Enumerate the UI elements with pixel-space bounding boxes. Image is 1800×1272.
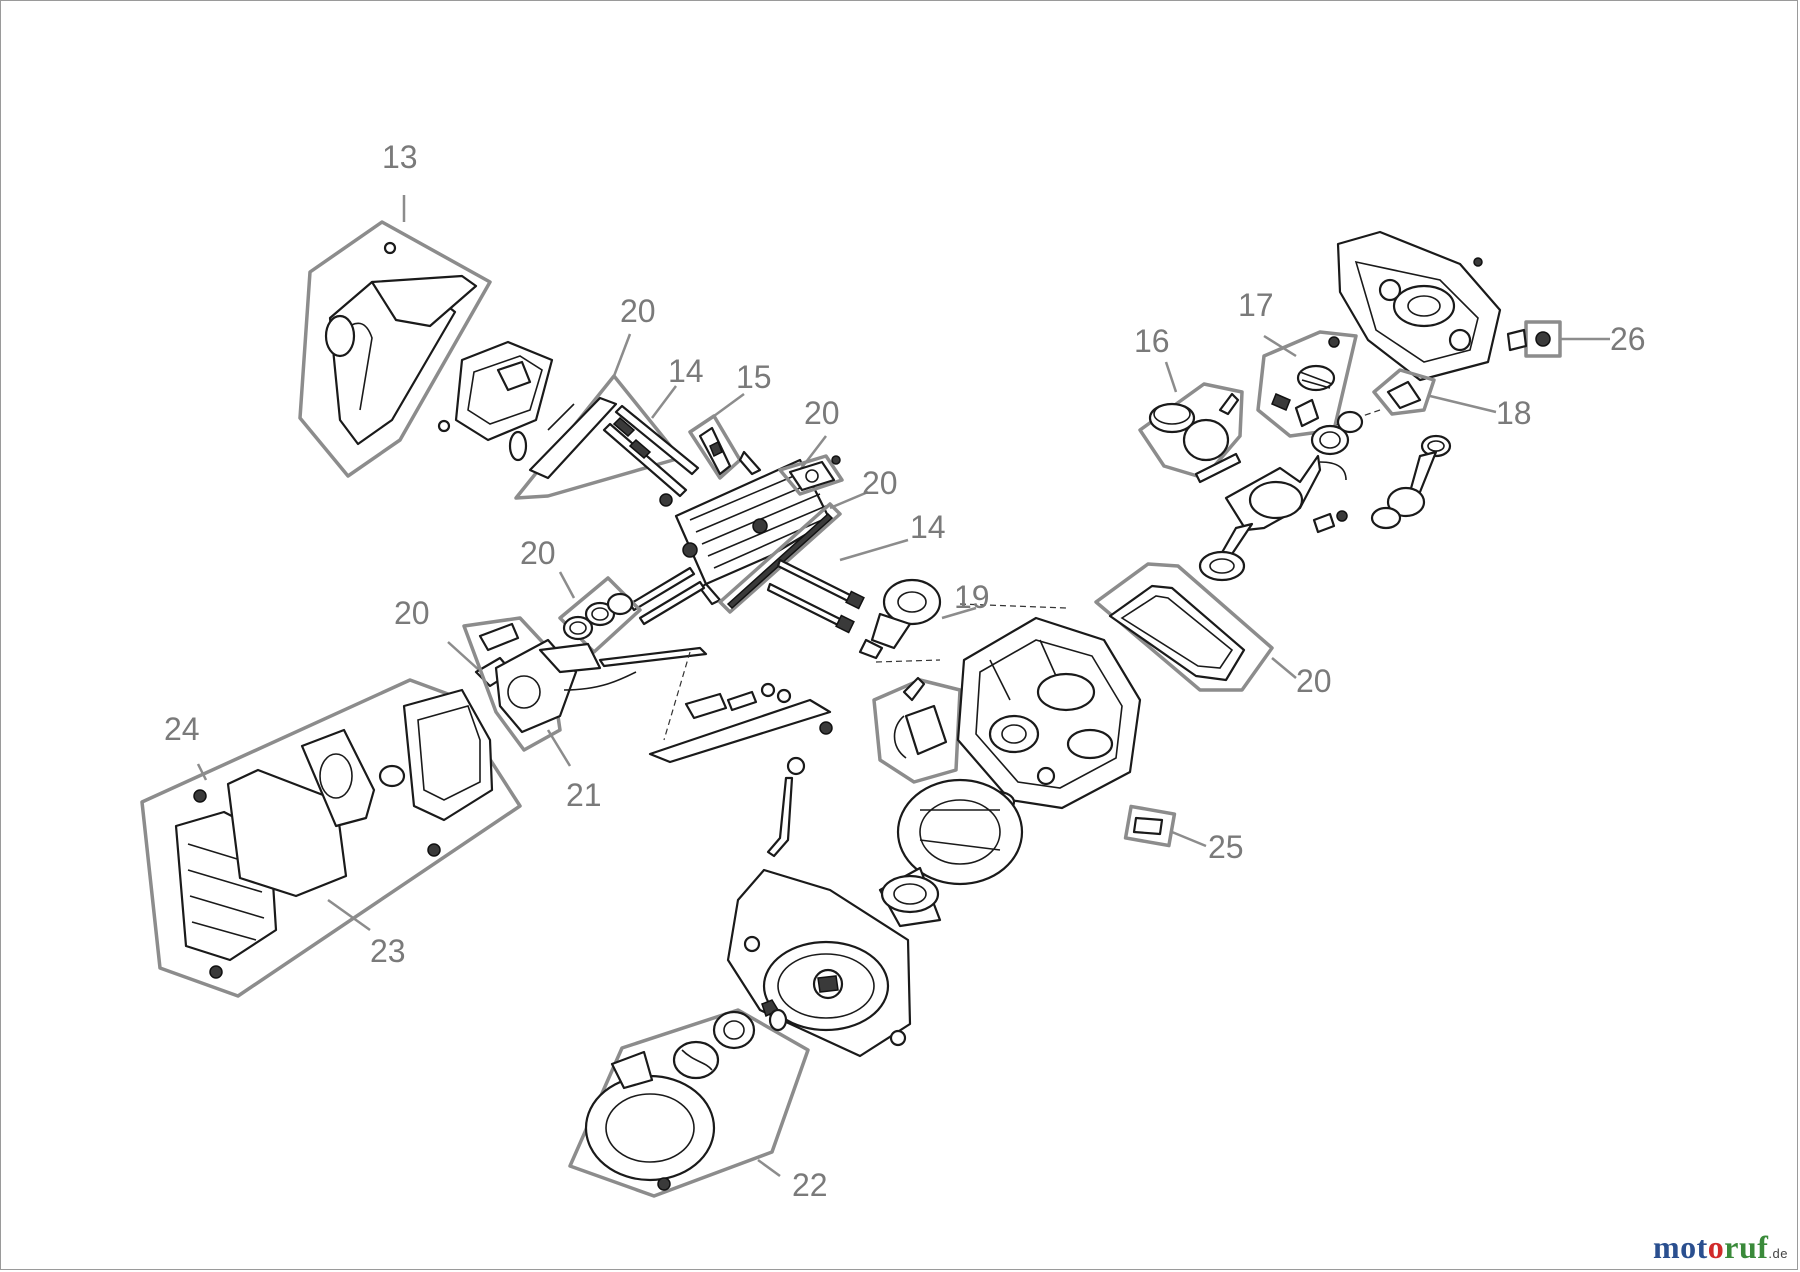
group-25-drain-plug <box>1123 804 1207 848</box>
callout-21: 21 <box>566 777 602 813</box>
callout-25: 25 <box>1208 829 1244 865</box>
callout-24: 24 <box>164 711 200 747</box>
group-24-air-filter <box>140 678 522 998</box>
group-21-carburetor <box>462 616 708 767</box>
group-20f-crankcase-gasket <box>1094 562 1297 692</box>
callout-20b: 20 <box>804 395 840 431</box>
callout-14a: 14 <box>668 353 704 389</box>
callout-20c: 20 <box>862 465 898 501</box>
group-20b-outline <box>778 454 844 496</box>
crankshaft-assembly <box>1194 410 1452 582</box>
group-20d-outline <box>558 576 642 654</box>
leader-18 <box>1429 394 1497 414</box>
brand-part-2: o <box>1707 1229 1725 1265</box>
leader-22 <box>757 1158 781 1178</box>
leader-24 <box>196 763 208 781</box>
leader-21 <box>546 729 572 767</box>
group-24-outline <box>140 678 522 998</box>
brand-part-3: ruf <box>1724 1229 1769 1265</box>
group-16-outline <box>1138 382 1244 480</box>
callout-19: 19 <box>954 579 990 615</box>
group-19-ignition <box>858 578 1067 784</box>
group-23-filter-element <box>327 898 371 932</box>
callout-20a: 20 <box>620 293 656 329</box>
leader-20a <box>612 333 632 377</box>
leader-15 <box>713 392 745 418</box>
callout-15: 15 <box>736 359 772 395</box>
group-20f-outline <box>1094 562 1274 692</box>
callout-16: 16 <box>1134 323 1170 359</box>
group-15-spark-plug <box>688 392 762 480</box>
leader-14a <box>651 385 677 419</box>
group-14a-valves <box>602 385 700 507</box>
callout-26: 26 <box>1610 321 1646 357</box>
group-22-recoil-starter <box>568 999 810 1198</box>
group-13-outline <box>298 220 492 478</box>
group-14b-bolts <box>766 538 909 634</box>
group-25-outline <box>1123 804 1177 848</box>
group-20c-outline <box>718 502 842 614</box>
crankcase-cover <box>1336 230 1502 382</box>
intake-housing <box>437 340 554 442</box>
throttle-linkage <box>648 651 833 858</box>
callout-13: 13 <box>382 139 418 175</box>
brand-watermark: motoruf.de <box>1653 1229 1788 1266</box>
callout-22: 22 <box>792 1167 828 1203</box>
leader-20c <box>829 490 869 510</box>
group-21-outline <box>462 616 562 752</box>
group-13-air-cover <box>298 195 492 478</box>
callout-20d: 20 <box>520 535 556 571</box>
group-20d-intake-gaskets <box>558 571 642 654</box>
leader-25 <box>1171 830 1207 848</box>
group-16-piston <box>1138 361 1244 480</box>
leader-20b <box>799 435 827 471</box>
group-18-outline <box>1372 368 1436 416</box>
group-22-outline <box>568 1008 810 1198</box>
group-20b-gasket <box>778 435 844 496</box>
studs <box>628 566 706 626</box>
leader-19 <box>941 606 977 620</box>
leader-17 <box>1263 334 1297 358</box>
leader-16 <box>1164 361 1178 393</box>
crankcase-block <box>956 616 1142 814</box>
callout-18: 18 <box>1496 395 1532 431</box>
callout-14b: 14 <box>910 509 946 545</box>
callout-23: 23 <box>370 933 406 969</box>
leader-14b <box>839 538 909 562</box>
group-26-plug <box>1506 320 1610 358</box>
flywheel <box>878 778 1024 928</box>
callout-labels: 13 20 14 15 20 20 14 20 20 17 16 26 18 1… <box>164 139 1646 1203</box>
leader-23 <box>327 898 371 932</box>
leader-20d <box>558 571 576 599</box>
screw-13 <box>383 241 397 255</box>
callout-17: 17 <box>1238 287 1274 323</box>
brand-tld: .de <box>1768 1246 1788 1261</box>
callout-20f: 20 <box>1296 663 1332 699</box>
leader-20f <box>1271 657 1297 679</box>
callout-20e: 20 <box>394 595 430 631</box>
brand-part-1: mot <box>1652 1229 1708 1265</box>
air-cover-top <box>370 274 478 328</box>
